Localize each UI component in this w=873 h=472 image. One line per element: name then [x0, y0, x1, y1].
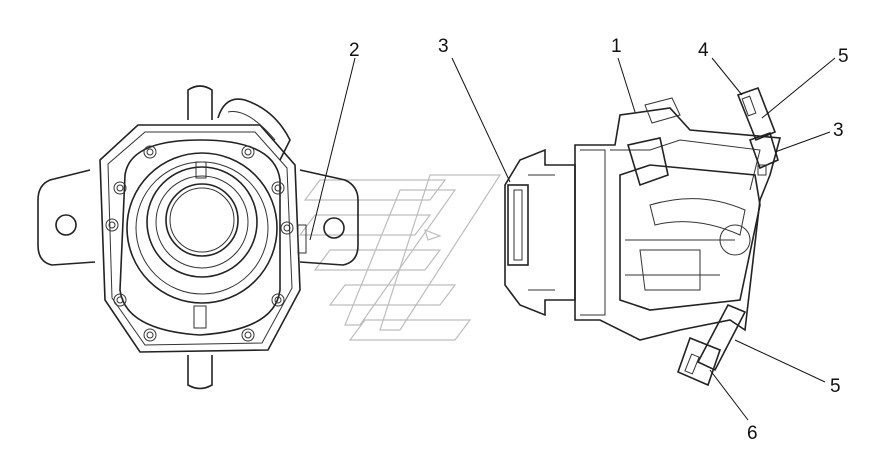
callout-3-seal: 3: [438, 36, 449, 57]
leader-lines: [309, 57, 836, 421]
section-view: [504, 86, 782, 387]
front-view: [37, 85, 359, 390]
callout-6: 6: [747, 423, 758, 444]
callout-5-lower: 5: [830, 376, 841, 397]
callout-3-sensor: 3: [833, 120, 844, 141]
callout-2: 2: [349, 40, 360, 61]
callout-4: 4: [698, 40, 709, 61]
callout-5-upper: 5: [838, 46, 849, 67]
callout-1: 1: [611, 36, 622, 57]
watermark-logo: [298, 174, 502, 341]
